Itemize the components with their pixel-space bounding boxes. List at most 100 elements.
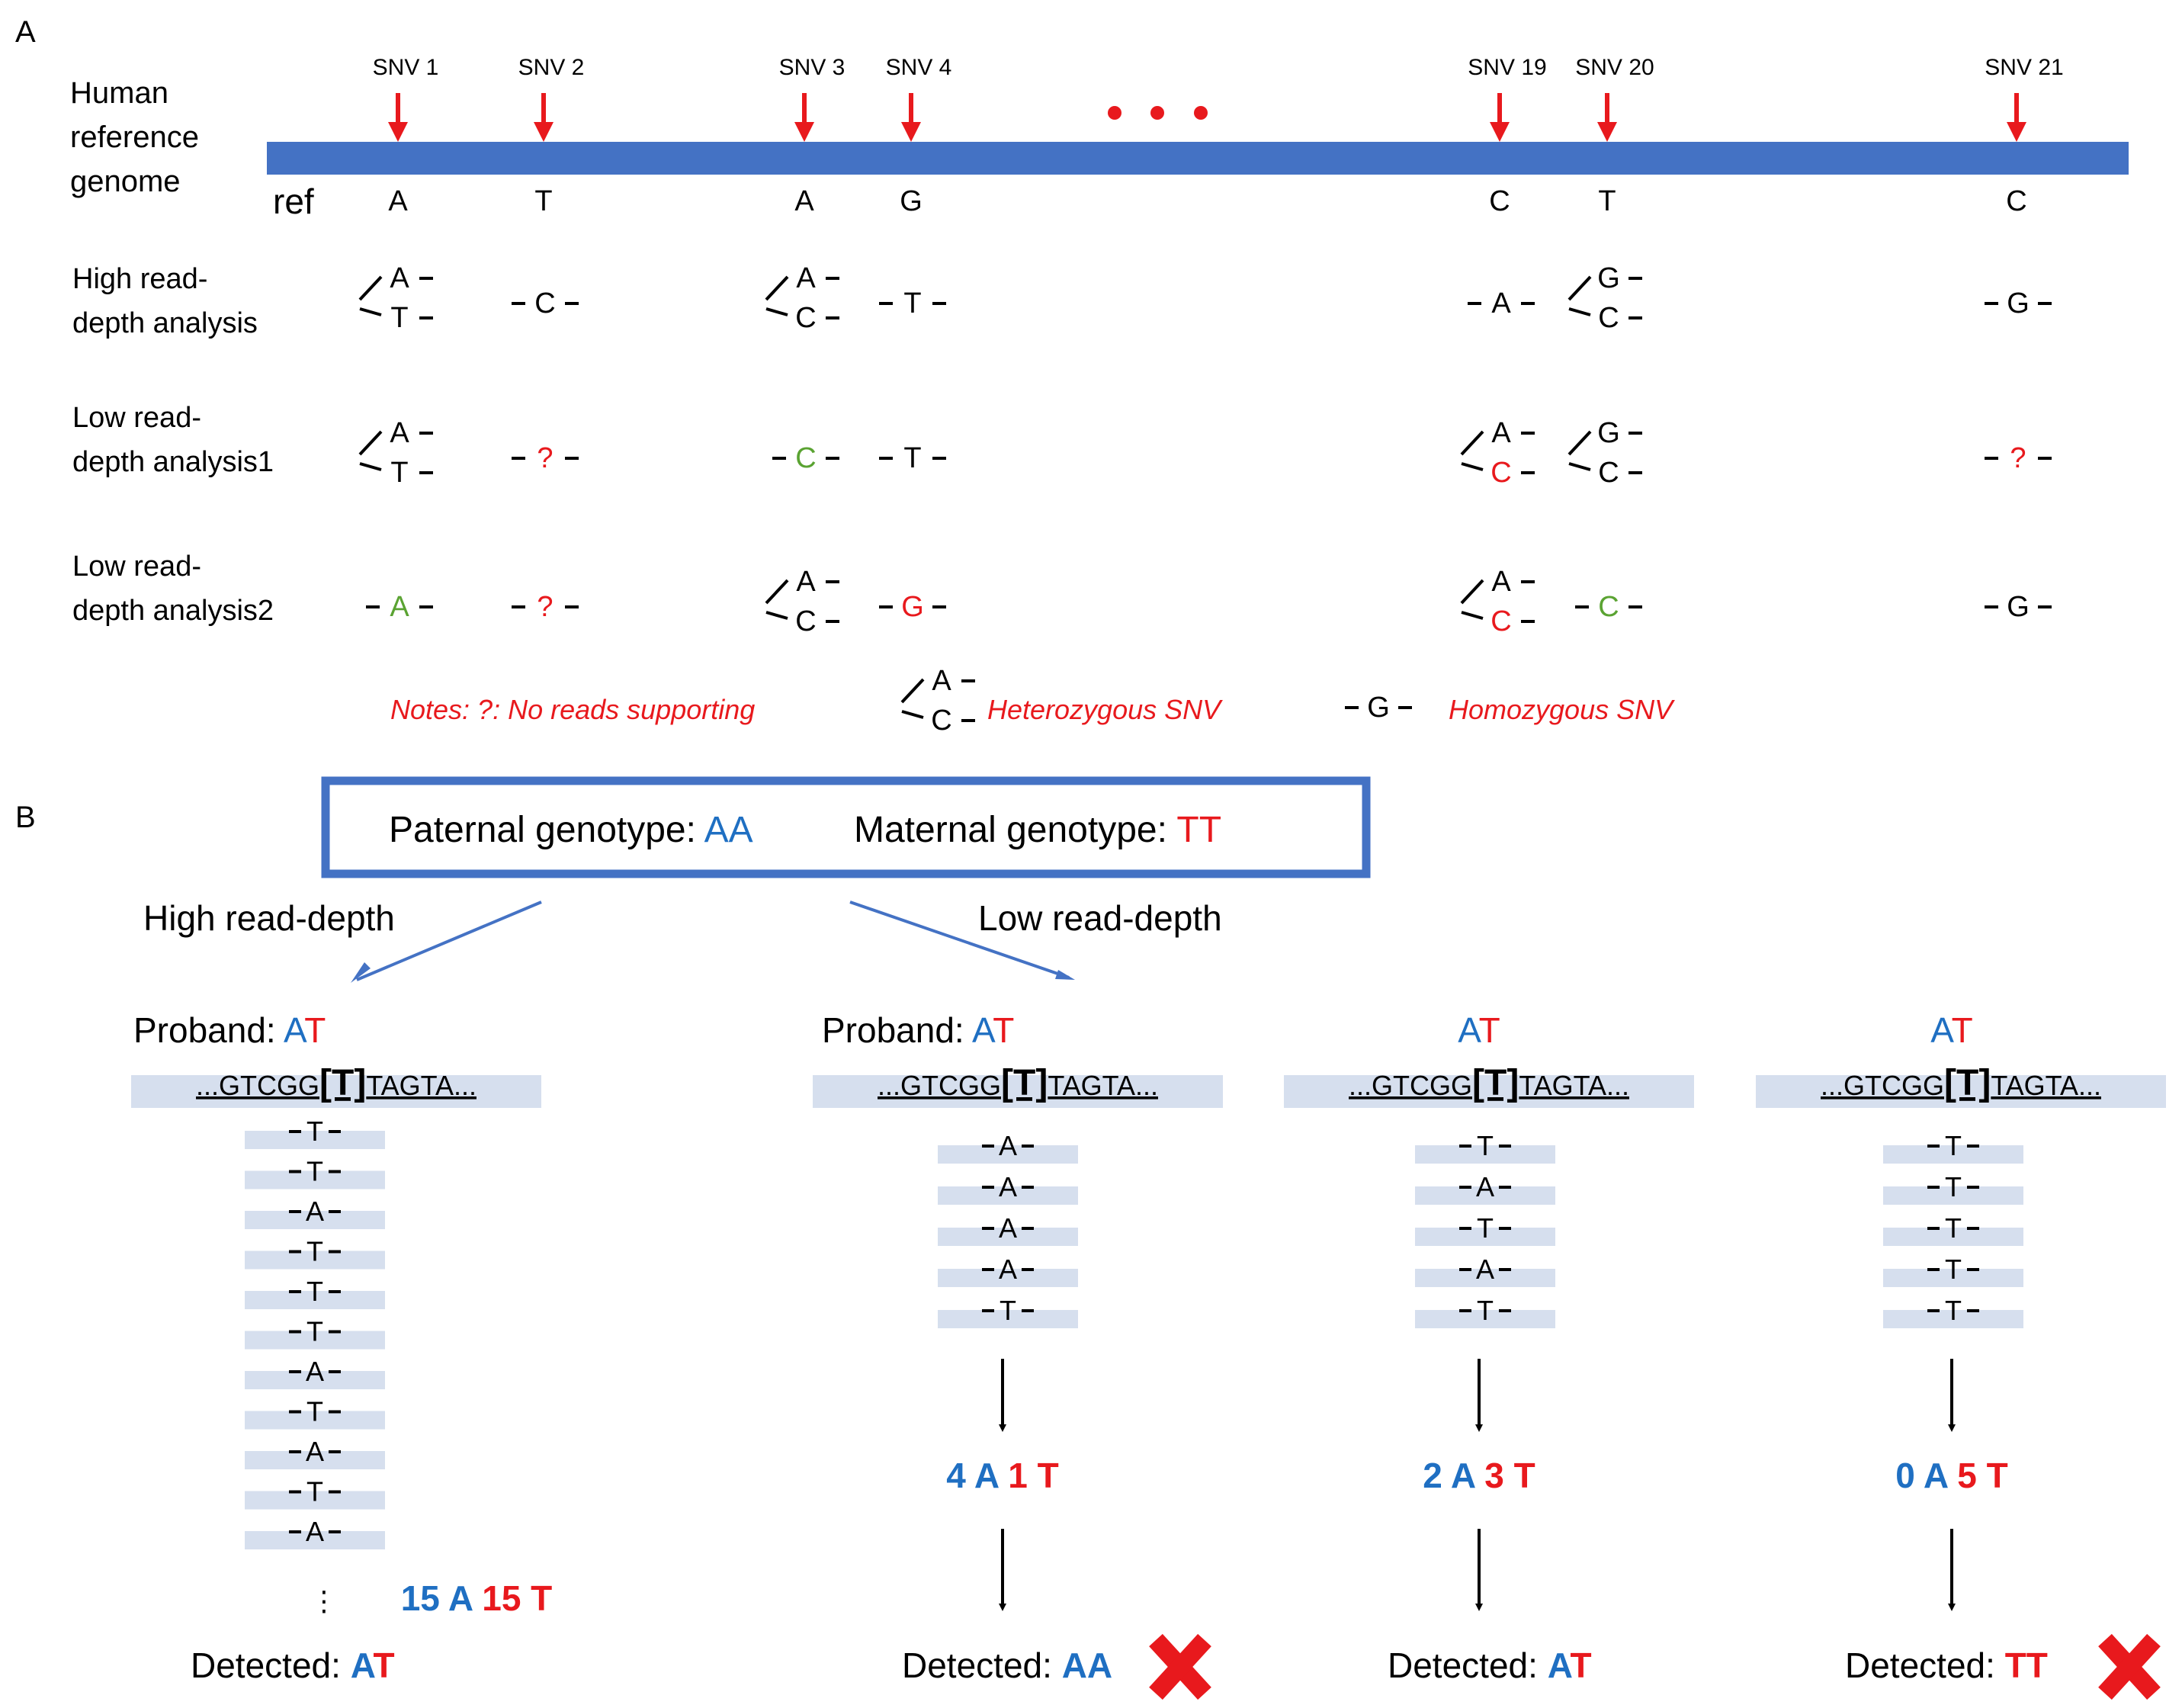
- detected-label: Detected:: [191, 1645, 351, 1685]
- snv-marker: SNV 21C: [1985, 55, 2063, 217]
- row-label-line: depth analysis2: [72, 595, 274, 627]
- proband-genotype: Proband: AT: [822, 1010, 1014, 1050]
- allele: A: [390, 417, 409, 449]
- row-label-line: depth analysis1: [72, 446, 274, 478]
- read: T: [1883, 1254, 2023, 1287]
- read-base: A: [306, 1356, 324, 1387]
- genome-label: Human reference genome: [70, 76, 199, 198]
- allele: T: [390, 457, 408, 489]
- snv-arrow-icon: [1490, 93, 1510, 142]
- snv-arrow-icon: [534, 93, 554, 142]
- panel-b: B Paternal genotype: AA Maternal genotyp…: [15, 776, 2166, 1700]
- row-label-line: depth analysis: [72, 307, 258, 339]
- allele: ?: [2010, 442, 2026, 474]
- snv-arrow-icon: [388, 93, 408, 142]
- sequence-band: [813, 1075, 1223, 1108]
- branch-arrow-low: [849, 901, 1075, 980]
- read: A: [938, 1130, 1078, 1164]
- proband-label: Proband:: [822, 1010, 972, 1050]
- vertical-ellipsis-icon: ⋮: [310, 1585, 338, 1616]
- homozygous-call: T: [879, 442, 946, 474]
- read-base: T: [306, 1476, 323, 1507]
- sequence-left: ...GTCGG: [1349, 1070, 1472, 1101]
- detected-value-second: T: [374, 1645, 395, 1685]
- homozygous-call: G: [1345, 692, 1412, 724]
- heterozygous-call: AC: [1460, 566, 1535, 637]
- sequence-left: ...GTCGG: [878, 1070, 1001, 1101]
- sequence-right: TAGTA...: [1519, 1070, 1629, 1101]
- reference-sequence: ...GTCGG[T]TAGTA...: [196, 1063, 477, 1103]
- count-t-letter: T: [1504, 1456, 1535, 1495]
- homozygous-call: C: [512, 287, 579, 319]
- parental-genotype-box: [321, 776, 1371, 878]
- read: A: [938, 1212, 1078, 1246]
- heterozygous-call: AC: [1460, 417, 1535, 489]
- allele-count: 2 A 3 T: [1423, 1456, 1535, 1495]
- sequence-left: ...GTCGG: [196, 1070, 319, 1101]
- ref-allele: G: [900, 185, 923, 217]
- snv-arrow-icon: [2007, 93, 2026, 142]
- read-base: T: [1945, 1130, 1962, 1161]
- read-base: T: [1945, 1171, 1962, 1202]
- genome-label-line: Human: [70, 76, 168, 110]
- sequence-right: TAGTA...: [1048, 1070, 1158, 1101]
- sequence-target-base: [T]: [1944, 1063, 1991, 1103]
- read-base: A: [999, 1254, 1017, 1285]
- allele: C: [1598, 591, 1619, 623]
- read-base: T: [306, 1276, 323, 1307]
- read: A: [938, 1171, 1078, 1205]
- snv-label: SNV 4: [886, 55, 952, 80]
- homozygous-call: G: [879, 591, 946, 623]
- proband-allele-t: T: [993, 1010, 1014, 1050]
- read-base: T: [1477, 1212, 1494, 1244]
- snv-label: SNV 21: [1985, 55, 2063, 80]
- read-base: A: [1476, 1171, 1494, 1202]
- allele: C: [795, 302, 816, 334]
- row-label-line: Low read-: [72, 402, 201, 434]
- allele: C: [534, 287, 555, 319]
- allele: A: [1491, 417, 1511, 449]
- sequence-target-base: [T]: [1001, 1063, 1048, 1103]
- count-t: 3: [1484, 1456, 1504, 1495]
- read-base: T: [306, 1116, 323, 1147]
- allele: A: [1491, 287, 1511, 319]
- red-x-icon: [1149, 1633, 1211, 1700]
- ref-label: ref: [273, 181, 314, 221]
- heterozygous-call: AT: [358, 262, 433, 334]
- legend-hom-text: Homozygous SNV: [1449, 694, 1675, 725]
- paternal-label: Paternal genotype:: [389, 810, 704, 850]
- allele: C: [795, 605, 816, 637]
- count-t: 5: [1957, 1456, 1977, 1495]
- read: A: [245, 1436, 385, 1469]
- homozygous-call: ?: [512, 591, 579, 623]
- read: T: [1415, 1212, 1555, 1246]
- notes-legend: Notes: ?: No reads supporting AC Heteroz…: [390, 665, 1675, 737]
- reference-genome-bar: [267, 142, 2129, 175]
- allele: G: [2007, 287, 2030, 319]
- allele: A: [390, 591, 409, 623]
- count-a: 2: [1423, 1456, 1442, 1495]
- allele: T: [903, 287, 921, 319]
- read-depth-column: Proband: AT...GTCGG[T]TAGTA...TTATTTATAT…: [131, 1010, 552, 1685]
- high-read-depth-label: High read-depth: [143, 898, 395, 938]
- read: A: [938, 1254, 1078, 1287]
- legend-homozygous-glyph: G: [1345, 692, 1412, 724]
- allele: A: [932, 665, 951, 697]
- read: T: [1415, 1295, 1555, 1328]
- detected-label: Detected:: [1388, 1645, 1548, 1685]
- sequence-right: TAGTA...: [366, 1070, 477, 1101]
- allele: C: [1490, 457, 1511, 489]
- red-x-icon: [2098, 1633, 2161, 1700]
- detected-value-first: A: [1548, 1645, 1572, 1685]
- allele: T: [390, 302, 408, 334]
- allele: ?: [537, 442, 553, 474]
- paternal-value: AA: [704, 810, 753, 850]
- reference-sequence: ...GTCGG[T]TAGTA...: [1349, 1063, 1629, 1103]
- snv-arrow-icon: [901, 93, 921, 142]
- snv-arrow-icon: [794, 93, 814, 142]
- heterozygous-call: AC: [765, 566, 839, 637]
